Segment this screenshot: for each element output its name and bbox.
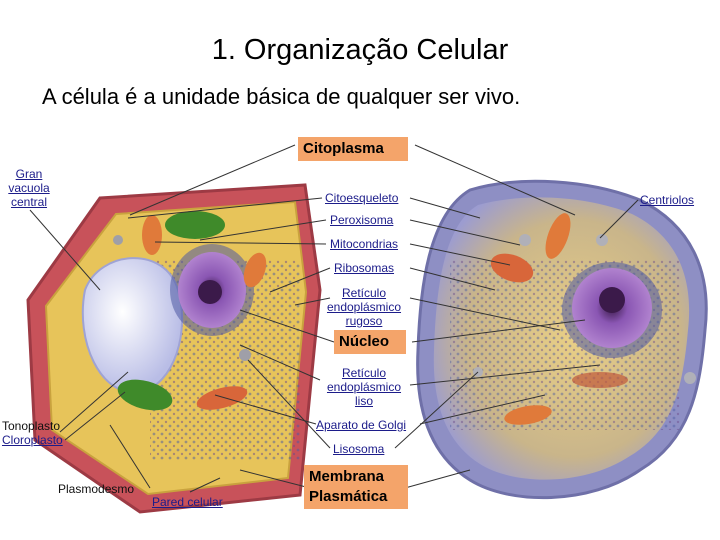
- membrana-line1: Membrana: [309, 468, 385, 485]
- label-tonoplasto: Tonoplasto: [2, 419, 61, 433]
- rel-line2: endoplásmico: [326, 380, 402, 394]
- page-title: 1. Organização Celular: [211, 34, 509, 66]
- label-ribosomas[interactable]: Ribosomas: [334, 261, 395, 275]
- label-pared-celular[interactable]: Pared celular: [152, 495, 223, 509]
- page-subtitle: A célula é a unidade básica de qualquer …: [42, 84, 521, 109]
- rer-line2: endoplásmico: [326, 300, 402, 314]
- gran-line3: central: [10, 195, 48, 209]
- label-lisosoma[interactable]: Lisosoma: [333, 442, 385, 456]
- leader-lines: [29, 144, 639, 493]
- plant-cell: [26, 183, 322, 514]
- gran-line2: vacuola: [8, 181, 50, 195]
- membrana-line2: Plasmática: [309, 488, 388, 505]
- label-peroxisoma[interactable]: Peroxisoma: [330, 213, 394, 227]
- label-reticulo-liso[interactable]: Retículo endoplásmico liso: [320, 366, 408, 408]
- label-gran-vacuola[interactable]: Gran vacuola central: [6, 167, 52, 209]
- label-mitocondrias[interactable]: Mitocondrias: [330, 237, 399, 251]
- gran-line1: Gran: [15, 167, 43, 181]
- rel-line1: Retículo: [341, 366, 387, 380]
- rer-line1: Retículo: [341, 286, 387, 300]
- animal-cell: [416, 179, 708, 500]
- label-reticulo-rugoso[interactable]: Retículo endoplásmico rugoso: [320, 286, 408, 328]
- label-cloroplasto[interactable]: Cloroplasto: [2, 433, 63, 447]
- nucleo-box: Núcleo: [334, 330, 406, 354]
- label-centriolos[interactable]: Centriolos: [640, 193, 695, 207]
- label-citoesqueleto[interactable]: Citoesqueleto: [325, 191, 399, 205]
- label-plasmodesmo: Plasmodesmo: [58, 482, 135, 496]
- rel-line3: liso: [354, 394, 373, 408]
- label-aparato-golgi[interactable]: Aparato de Golgi: [316, 418, 407, 432]
- rer-line3: rugoso: [345, 314, 383, 328]
- membrana-plasmatica-box: Membrana Plasmática: [304, 465, 408, 509]
- citoplasma-box: Citoplasma: [298, 137, 408, 161]
